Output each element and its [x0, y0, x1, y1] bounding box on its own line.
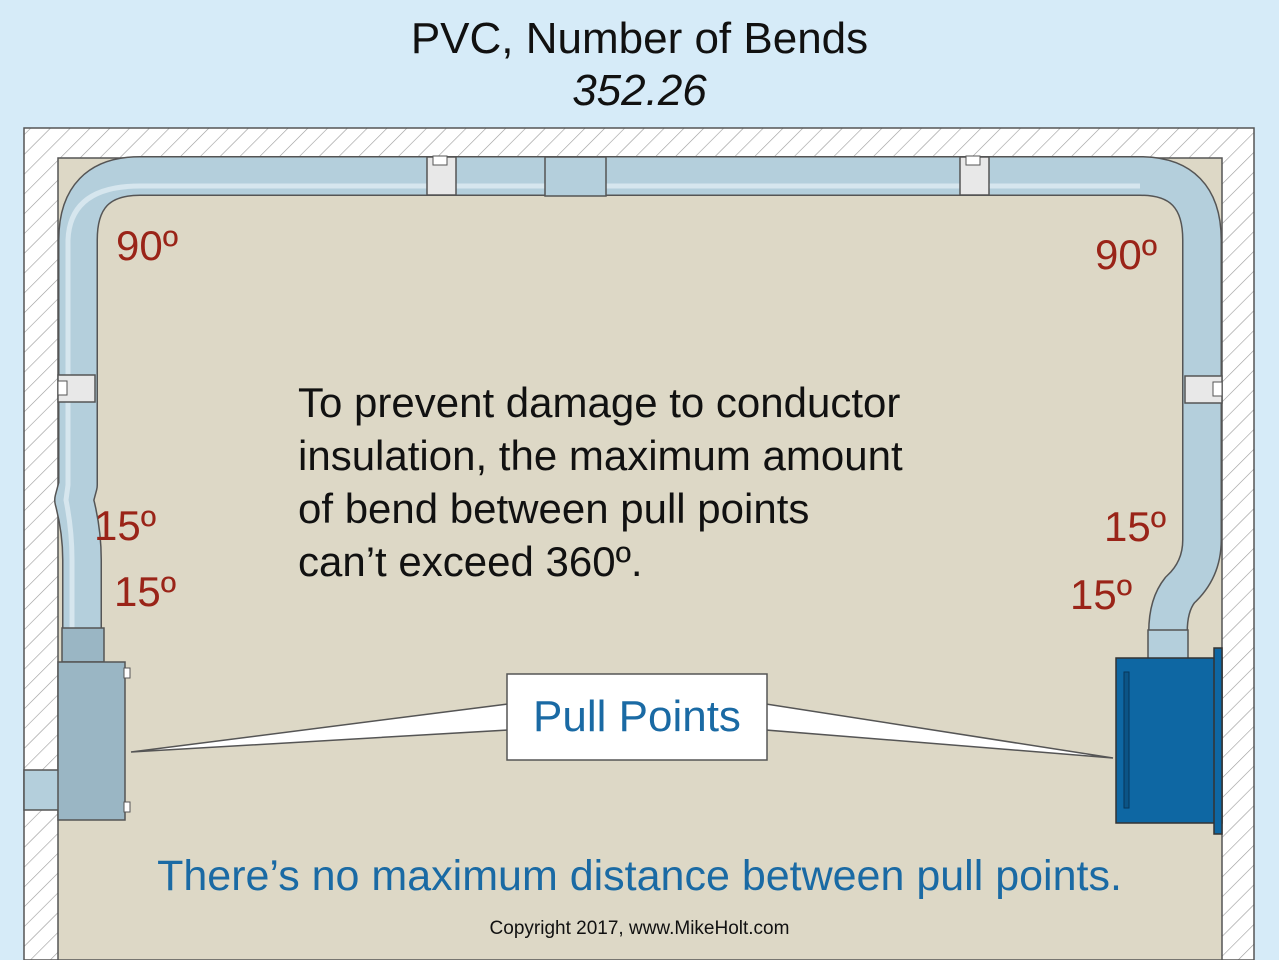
right-box-adapter	[1147, 629, 1189, 661]
copyright-notice: Copyright 2017, www.MikeHolt.com	[489, 918, 790, 939]
code-section: 352.26	[572, 66, 707, 115]
right-box-slot	[1123, 671, 1130, 809]
angle-label-right-lower: 15º	[1070, 571, 1133, 618]
explanation-text: To prevent damage to conductor insulatio…	[298, 379, 903, 585]
left-box-adapter	[61, 627, 105, 663]
strap-top-right	[959, 155, 990, 196]
left-pull-box	[57, 661, 126, 821]
left-box-screw	[123, 801, 131, 813]
angle-label-top-right: 90º	[1095, 231, 1158, 278]
page-title: PVC, Number of Bends	[410, 14, 869, 63]
strap-left	[57, 374, 96, 403]
right-pull-box	[1115, 657, 1223, 824]
angle-label-left-upper: 15º	[94, 502, 157, 549]
right-box-flange	[1213, 647, 1223, 835]
wall-cavity	[57, 157, 1223, 960]
strap-right	[1184, 375, 1223, 404]
angle-label-left-lower: 15º	[114, 568, 177, 615]
left-box-screw	[123, 667, 131, 679]
distance-note: There’s no maximum distance between pull…	[157, 852, 1122, 900]
callout-box	[506, 673, 768, 761]
pull-points-label: Pull Points	[533, 692, 741, 741]
angle-label-top-left: 90º	[116, 222, 179, 269]
conduit-run	[54, 156, 1222, 633]
strap-top-left	[426, 155, 457, 196]
conduit-coupling	[544, 156, 607, 197]
angle-label-right-upper: 15º	[1104, 503, 1167, 550]
